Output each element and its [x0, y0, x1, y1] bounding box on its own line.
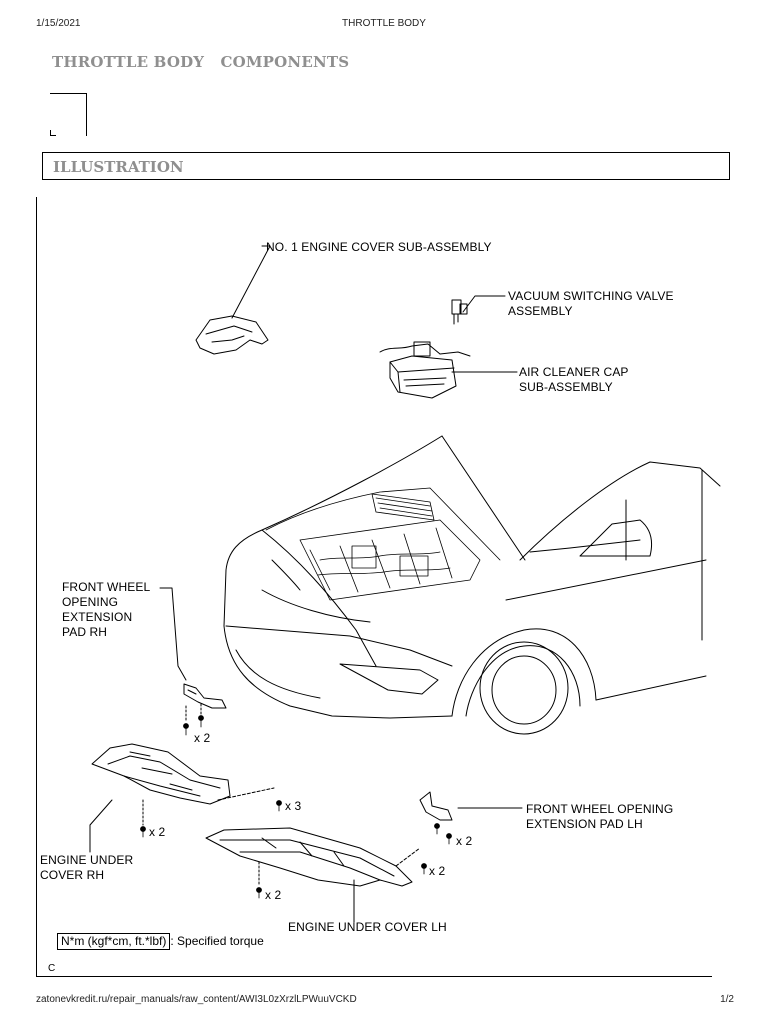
print-date: 1/15/2021	[36, 18, 81, 29]
figure-frame	[36, 197, 712, 977]
pad-lh-bolts	[434, 823, 452, 845]
qty-pad-rh-bolts: x 2	[194, 731, 211, 745]
qty-lh-front-bolts: x 2	[265, 888, 282, 902]
lh-bolts	[256, 863, 427, 899]
print-title: THROTTLE BODY	[342, 18, 426, 29]
qty-rh-screws: x 3	[285, 799, 302, 813]
figure-code: C	[48, 963, 56, 974]
qty-lh-pad-bolts: x 2	[456, 834, 473, 848]
label-vsv: VACUUM SWITCHING VALVE ASSEMBLY	[508, 289, 674, 318]
pad-rh-part	[183, 683, 227, 709]
label-under-cover-rh: ENGINE UNDER COVER RH	[40, 853, 134, 882]
footer-page-number: 1/2	[720, 994, 734, 1005]
section-title: THROTTLE BODY COMPONENTS	[52, 53, 350, 71]
illustration-header-label: ILLUSTRATION	[53, 158, 184, 176]
under-cover-rh-part	[91, 743, 231, 805]
torque-legend: N*m (kgf*cm, ft.*lbf): Specified torque	[57, 933, 264, 951]
air-cleaner-part	[379, 341, 471, 399]
vehicle-outline	[223, 435, 721, 735]
rh-screws	[140, 800, 282, 838]
engine-cover-part	[195, 315, 269, 355]
under-cover-lh-part	[205, 827, 413, 887]
vsv-part	[451, 299, 468, 325]
torque-text: : Specified torque	[170, 934, 264, 948]
qty-lh-bolts: x 2	[429, 864, 446, 878]
placeholder-box	[50, 93, 87, 136]
qty-rh-bolts: x 2	[149, 825, 166, 839]
footer-url: zatonevkredit.ru/repair_manuals/raw_cont…	[36, 994, 357, 1005]
illustration-header: ILLUSTRATION	[42, 152, 730, 180]
label-air-cleaner-cap: AIR CLEANER CAP SUB-ASSEMBLY	[519, 365, 629, 394]
pad-rh-bolts	[183, 715, 204, 736]
label-under-cover-lh: ENGINE UNDER COVER LH	[288, 920, 447, 934]
engine-bay	[265, 487, 501, 601]
label-pad-rh: FRONT WHEEL OPENING EXTENSION PAD RH	[62, 580, 151, 639]
label-pad-lh: FRONT WHEEL OPENING EXTENSION PAD LH	[526, 802, 674, 831]
label-engine-cover: NO. 1 ENGINE COVER SUB-ASSEMBLY	[266, 240, 492, 254]
pad-lh-part	[419, 791, 453, 821]
torque-unit: N*m (kgf*cm, ft.*lbf)	[57, 933, 171, 950]
leader-lines	[89, 245, 523, 923]
